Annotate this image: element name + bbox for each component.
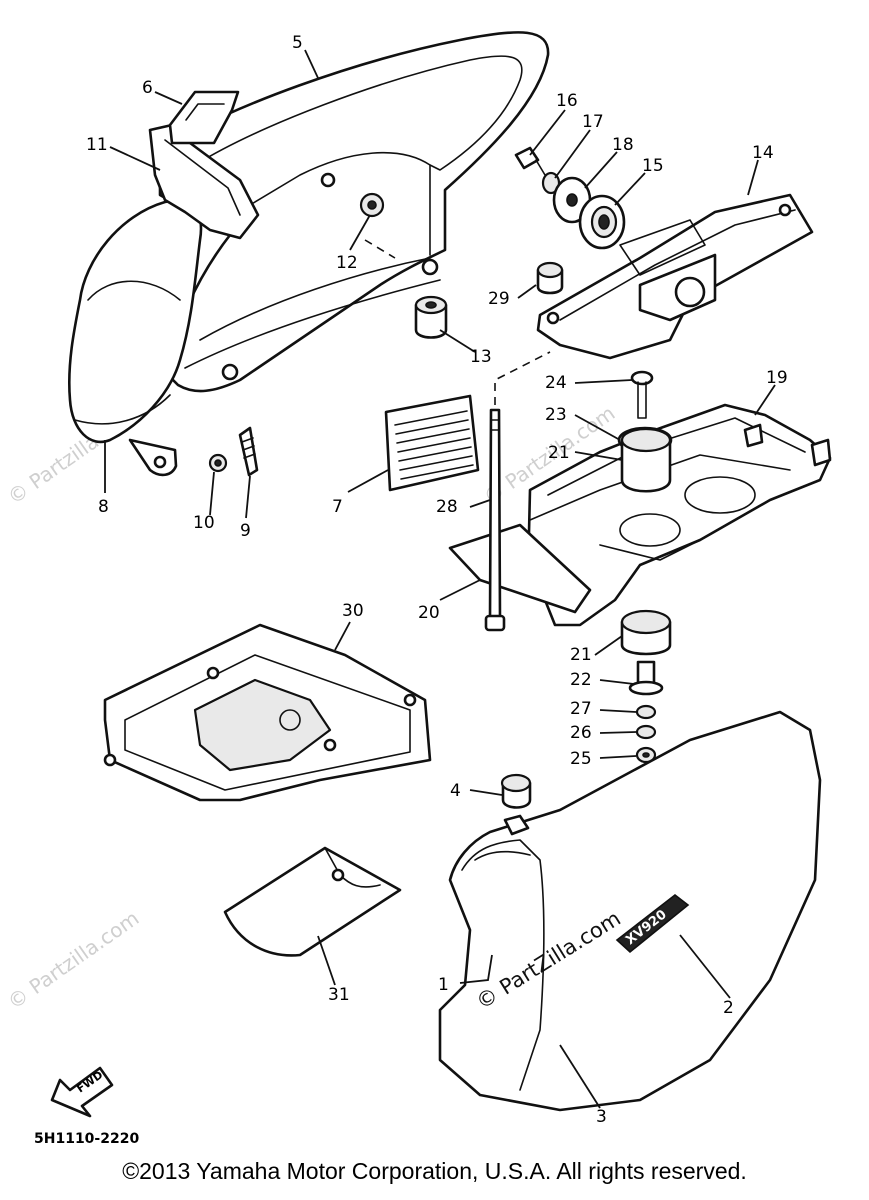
part-25-nut — [635, 746, 657, 764]
part-15-grommet — [578, 194, 626, 250]
callout-29: 29 — [488, 289, 510, 309]
part-22-collar — [628, 660, 664, 696]
part-29-damper — [536, 261, 564, 295]
callout-8: 8 — [98, 497, 109, 517]
part-16-bolt — [514, 146, 546, 176]
callout-12: 12 — [336, 253, 358, 273]
part-9-screw — [238, 426, 259, 477]
watermark-text: © Partzilla.com — [3, 906, 143, 1014]
part-12-grommet — [359, 192, 385, 218]
callout-3: 3 — [596, 1107, 607, 1127]
callout-7: 7 — [332, 497, 343, 517]
part-24-bolt — [630, 370, 654, 419]
callout-14: 14 — [752, 143, 774, 163]
callout-18: 18 — [612, 135, 634, 155]
part-26-washer — [635, 724, 657, 740]
part-1-side-cover — [438, 710, 822, 1112]
drawing-code: 5H1110-2220 — [34, 1131, 139, 1147]
callout-2: 2 — [723, 998, 734, 1018]
callout-26: 26 — [570, 723, 592, 743]
callout-20: 20 — [418, 603, 440, 623]
callout-19: 19 — [766, 368, 788, 388]
callout-10: 10 — [193, 513, 215, 533]
copyright-notice: ©2013 Yamaha Motor Corporation, U.S.A. A… — [122, 1158, 747, 1184]
callout-1: 1 — [438, 975, 449, 995]
callout-27: 27 — [570, 699, 592, 719]
part-21-damper-lower — [620, 609, 672, 656]
part-14-bracket — [536, 193, 814, 360]
part-8-lens-cover — [67, 199, 203, 477]
callout-28: 28 — [436, 497, 458, 517]
part-21-damper-upper — [620, 427, 672, 493]
part-31-pad — [223, 846, 402, 957]
callout-6: 6 — [142, 78, 153, 98]
alignment-line — [364, 239, 396, 259]
callout-25: 25 — [570, 749, 592, 769]
part-27-washer — [635, 704, 657, 720]
callout-23: 23 — [545, 405, 567, 425]
part-13-damper — [414, 295, 448, 339]
leader-lines — [104, 49, 776, 1109]
part-4-grommet — [500, 773, 532, 809]
callout-labels: 1 2 3 4 5 6 7 8 9 10 11 12 13 14 15 16 1… — [86, 33, 788, 1127]
callout-5: 5 — [292, 33, 303, 53]
part-7-label — [384, 394, 480, 492]
callout-15: 15 — [642, 156, 664, 176]
part-6-clip — [168, 90, 240, 145]
callout-31: 31 — [328, 985, 350, 1005]
callout-4: 4 — [450, 781, 461, 801]
callout-11: 11 — [86, 135, 108, 155]
part-20-rubber-sheet — [448, 523, 592, 614]
callout-30: 30 — [342, 601, 364, 621]
callout-9: 9 — [240, 521, 251, 541]
fwd-arrow: FWD — [50, 1066, 114, 1118]
part-10-nut — [208, 453, 228, 473]
alignment-line — [494, 351, 551, 405]
callout-16: 16 — [556, 91, 578, 111]
part-19-battery-box — [516, 403, 832, 627]
callout-24: 24 — [545, 373, 567, 393]
callout-22: 22 — [570, 670, 592, 690]
part-28-rod — [484, 408, 506, 632]
callout-17: 17 — [582, 112, 604, 132]
callout-13: 13 — [470, 347, 492, 367]
part-30-tray — [103, 623, 432, 802]
callout-21: 21 — [548, 443, 570, 463]
callout-21: 21 — [570, 645, 592, 665]
